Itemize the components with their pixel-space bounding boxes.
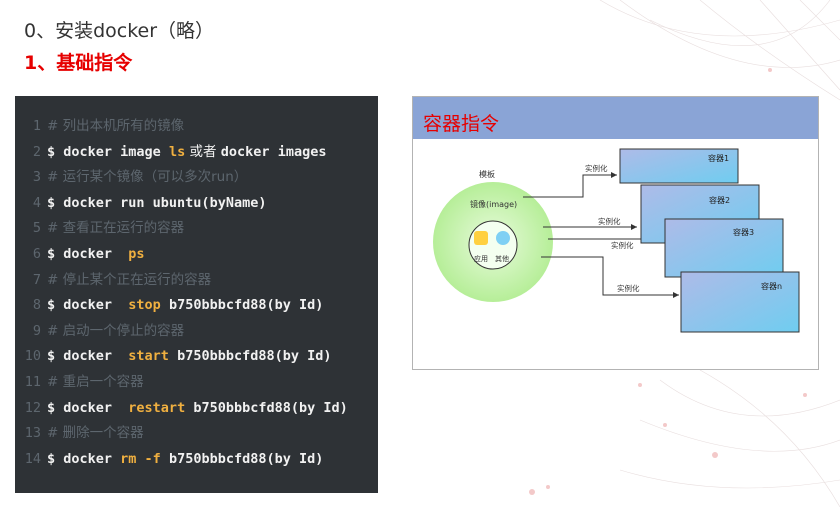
line-number: 11	[24, 373, 41, 390]
code-line: 3 # 运行某个镜像（可以多次run）	[15, 165, 378, 191]
code-token: docker run ubuntu(byName)	[63, 194, 267, 211]
container-box-1	[619, 148, 739, 184]
code-token: rm -f	[120, 450, 161, 467]
line-number: 4	[32, 194, 41, 211]
image-label: 镜像(image)	[470, 199, 517, 209]
code-line: 4 $ docker run ubuntu(byName)	[15, 191, 378, 217]
code-line: 5 # 查看正在运行的容器	[15, 216, 378, 242]
container-label-3: 容器3	[733, 227, 754, 237]
code-line: 10 $ docker start b750bbbcfd88(by Id)	[15, 344, 378, 370]
line-number: 9	[32, 322, 41, 339]
container-label-1: 容器1	[708, 153, 729, 163]
line-number: 2	[32, 143, 41, 160]
template-label: 模板	[479, 169, 495, 179]
arrow-to-container-n	[541, 256, 679, 298]
diagram-header: 容器指令	[413, 97, 818, 139]
code-token: $	[47, 194, 64, 211]
code-token: $	[47, 297, 64, 314]
instantiate-label-n: 实例化	[617, 283, 640, 293]
code-comment: # 运行某个镜像（可以多次run）	[47, 169, 248, 186]
code-comment: # 删除一个容器	[47, 425, 144, 442]
code-token: $	[47, 450, 64, 467]
container-label-n: 容器n	[761, 281, 782, 291]
code-token: 或者	[185, 143, 221, 160]
other-label: 其他	[495, 254, 509, 263]
step-heading-install: 0、安装docker（略）	[24, 20, 215, 42]
container-diagram: 容器指令 模板 镜像(image) 应用 其他	[412, 96, 819, 370]
code-line: 1 # 列出本机所有的镜像	[15, 114, 378, 140]
code-line: 13 # 删除一个容器	[15, 421, 378, 447]
code-token: b750bbbcfd88(by Id)	[185, 399, 348, 416]
code-comment: # 启动一个停止的容器	[47, 322, 185, 339]
line-number: 10	[24, 348, 41, 365]
line-number: 6	[32, 245, 41, 262]
app-label: 应用	[474, 254, 488, 263]
diagram-title: 容器指令	[423, 113, 500, 135]
container-box-n	[680, 271, 800, 333]
code-block: 1 # 列出本机所有的镜像 2 $ docker image ls 或者 docker…	[15, 96, 378, 493]
instantiate-label-3: 实例化	[611, 240, 634, 250]
code-line: 12 $ docker restart b750bbbcfd88(by Id)	[15, 396, 378, 422]
code-token: docker	[63, 450, 121, 467]
container-label-2: 容器2	[709, 195, 730, 205]
code-line: 8 $ docker stop b750bbbcfd88(by Id)	[15, 293, 378, 319]
code-token: b750bbbcfd88(by Id)	[160, 297, 324, 314]
code-line: 11 # 重启一个容器	[15, 370, 378, 396]
code-token: $	[47, 399, 64, 416]
code-comment: # 重启一个容器	[47, 373, 144, 390]
code-token: ps	[128, 245, 145, 262]
code-token: ls	[168, 143, 186, 160]
code-token: b750bbbcfd88(by Id)	[160, 450, 324, 467]
code-token: docker	[63, 245, 129, 262]
code-token: docker	[63, 348, 129, 365]
code-token: $	[47, 143, 64, 160]
line-number: 1	[32, 118, 41, 134]
line-number: 8	[32, 297, 41, 314]
line-number: 12	[24, 399, 41, 416]
line-number: 14	[24, 450, 41, 467]
line-number: 13	[24, 425, 41, 442]
code-lines: 1 # 列出本机所有的镜像 2 $ docker image ls 或者 docker…	[15, 114, 378, 472]
other-icon	[496, 231, 510, 245]
code-token: docker image	[63, 143, 169, 160]
code-line: 6 $ docker ps	[15, 242, 378, 268]
instantiate-label-2: 实例化	[598, 216, 621, 226]
code-token: $	[47, 245, 64, 262]
code-line: 2 $ docker image ls 或者 docker images	[15, 140, 378, 166]
code-token: start	[128, 348, 169, 365]
code-token: restart	[128, 399, 186, 416]
code-line: 7 # 停止某个正在运行的容器	[15, 268, 378, 294]
line-number: 3	[32, 169, 41, 186]
code-line: 14 $ docker rm -f b750bbbcfd88(by Id)	[15, 447, 378, 473]
code-token: stop	[128, 297, 161, 314]
code-token: docker	[63, 297, 129, 314]
code-comment: # 查看正在运行的容器	[47, 220, 185, 237]
code-token: docker	[63, 399, 129, 416]
line-number: 7	[32, 271, 41, 288]
arrow-to-container-1	[523, 172, 617, 198]
diagram-svg: 模板 镜像(image) 应用 其他 实例化 实例化 实例化 实例化 容器1 容…	[433, 148, 800, 333]
code-comment: # 停止某个正在运行的容器	[47, 271, 212, 288]
code-token: b750bbbcfd88(by Id)	[168, 348, 332, 365]
code-token: docker images	[220, 143, 327, 160]
code-comment: # 列出本机所有的镜像	[47, 118, 185, 134]
container-box-3	[664, 218, 784, 278]
app-icon	[474, 231, 488, 245]
instantiate-label-1: 实例化	[585, 163, 608, 173]
step-heading-basic-commands: 1、基础指令	[24, 52, 133, 74]
line-number: 5	[32, 220, 41, 237]
code-token: $	[47, 348, 64, 365]
code-line: 9 # 启动一个停止的容器	[15, 319, 378, 345]
